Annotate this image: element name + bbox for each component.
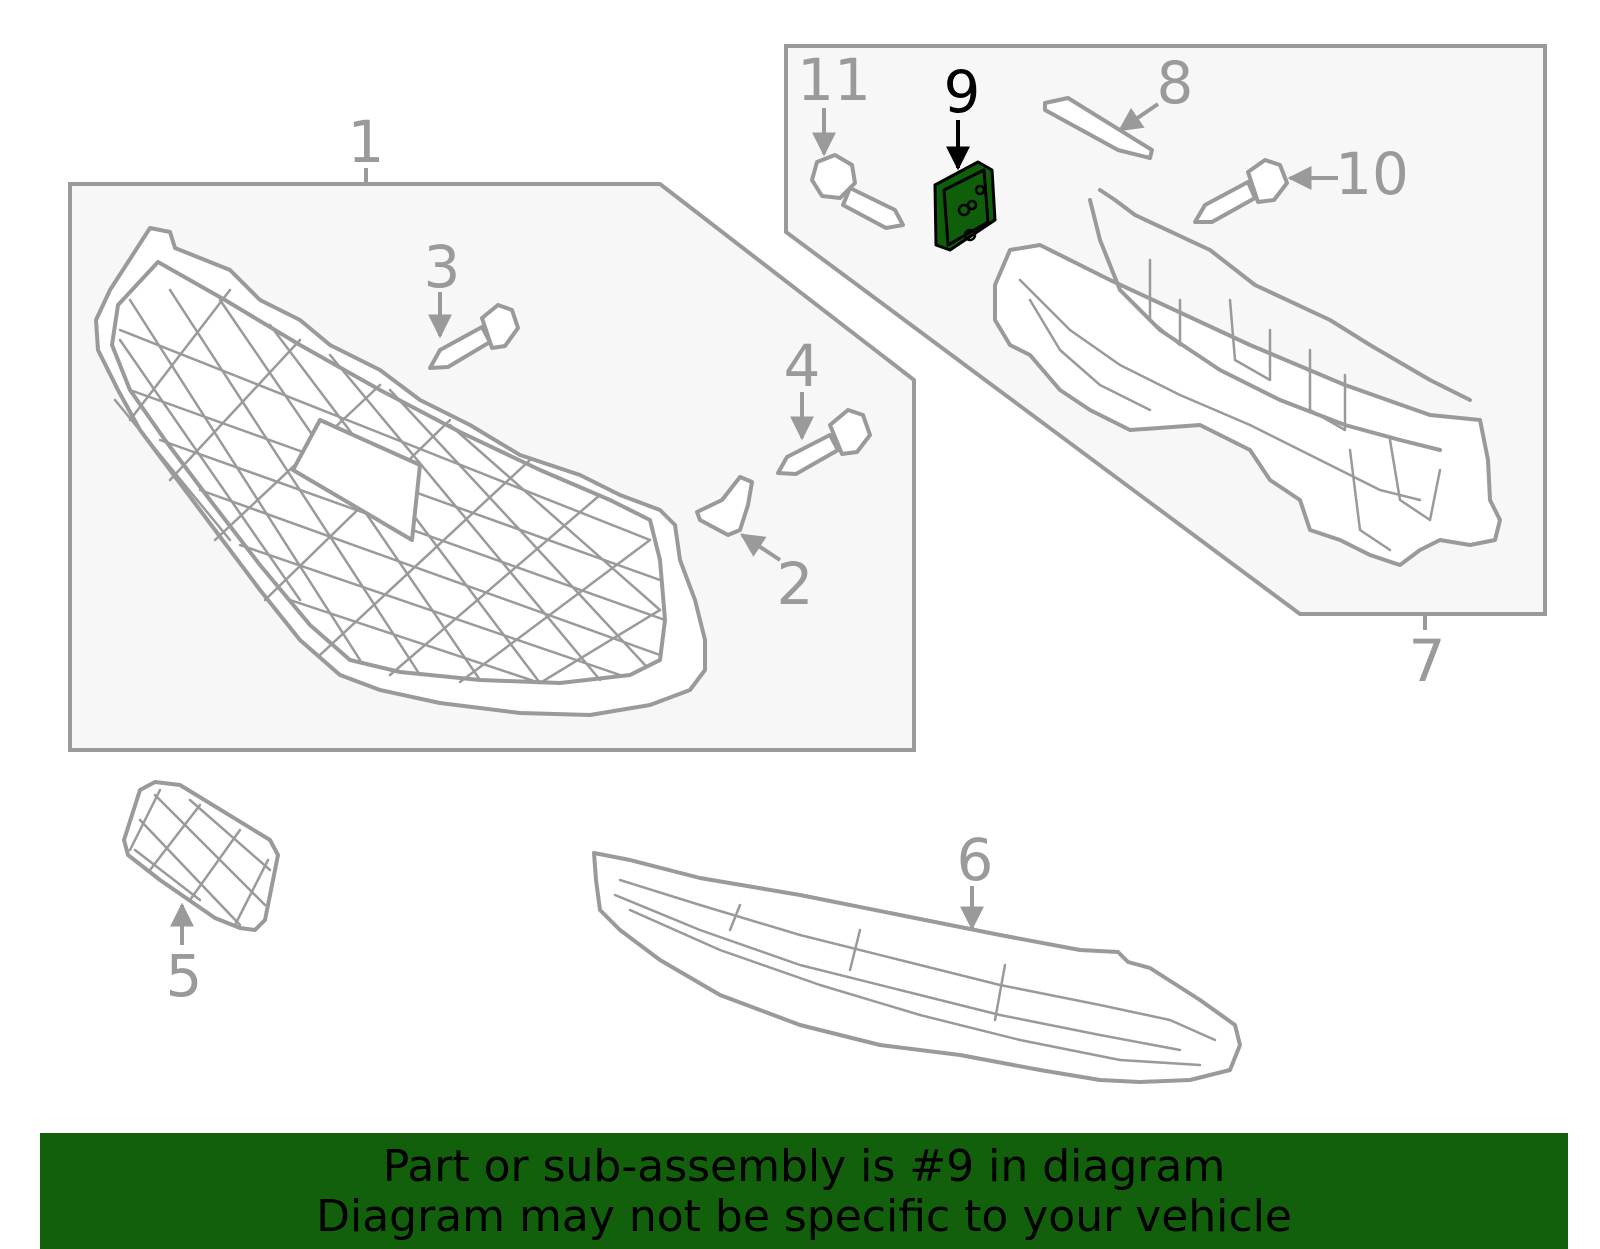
bolt-10 [1193,158,1289,224]
banner-line-2: Diagram may not be specific to your vehi… [316,1191,1292,1242]
callout-10: 10 [1335,140,1409,208]
trim-6 [592,851,1242,1084]
banner-line-1: Part or sub-assembly is #9 in diagram [382,1141,1226,1192]
callout-11: 11 [797,46,871,114]
bracket-7 [993,188,1502,567]
grille-part [94,226,707,717]
clip-2 [695,475,754,537]
callout-2: 2 [777,550,814,618]
bolt-11 [810,153,905,230]
callout-8: 8 [1157,49,1194,117]
callout-4: 4 [784,332,821,400]
callout-9: 9 [944,58,981,126]
leader-2 [739,533,782,562]
strip-8 [1043,96,1154,160]
callout-6: 6 [957,826,994,894]
insert-5 [122,780,280,932]
bolt-4 [776,408,872,476]
leader-8 [1118,102,1160,132]
highlighted-part-9 [933,160,997,252]
callout-3: 3 [424,233,461,301]
info-banner: Part or sub-assembly is #9 in diagram Di… [40,1133,1568,1249]
callout-7: 7 [1409,627,1446,695]
callout-1: 1 [348,108,385,176]
bolt-3 [428,303,520,370]
callout-5: 5 [166,942,203,1010]
